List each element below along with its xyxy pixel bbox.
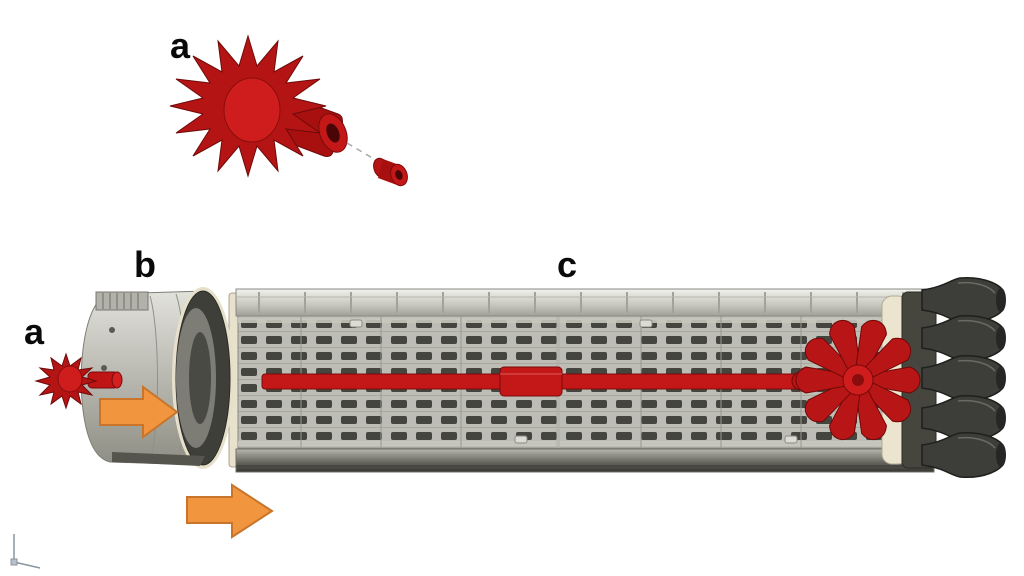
label-part-c: c bbox=[557, 244, 577, 285]
cutter-gear-a bbox=[169, 34, 408, 187]
drum-clips bbox=[349, 319, 798, 444]
drum-c bbox=[228, 276, 1007, 479]
gear-face bbox=[223, 77, 281, 143]
insert-arrow-upper-icon bbox=[99, 385, 179, 439]
gear-hub-bore bbox=[326, 123, 340, 143]
drum-bottom-rail bbox=[235, 448, 935, 473]
end-cap-ribs bbox=[95, 291, 149, 311]
impeller bbox=[795, 316, 921, 444]
shaft-coupling bbox=[499, 366, 563, 397]
drum-lower-rail-line bbox=[238, 441, 886, 446]
label-part-a-top: a bbox=[170, 25, 191, 66]
nozzle-bank bbox=[921, 276, 1007, 479]
end-cap-seam bbox=[149, 295, 158, 462]
axis-indicator-icon bbox=[10, 534, 41, 569]
insert-arrow-lower-icon bbox=[186, 483, 274, 539]
end-cap-rib-lines bbox=[102, 293, 139, 309]
drive-shaft bbox=[261, 366, 811, 397]
drum-upper-rail-line bbox=[238, 318, 886, 323]
end-cap-inner-shadow bbox=[189, 332, 211, 424]
small-gear-a bbox=[34, 352, 123, 410]
label-part-a-left: a bbox=[24, 311, 45, 352]
end-cap-bottom-band bbox=[112, 452, 205, 466]
drum-top-rail bbox=[235, 288, 935, 317]
gear-cap-piece bbox=[373, 157, 408, 187]
end-cap-b bbox=[80, 287, 234, 469]
small-gear-face bbox=[57, 365, 83, 393]
label-part-b: b bbox=[134, 244, 156, 285]
